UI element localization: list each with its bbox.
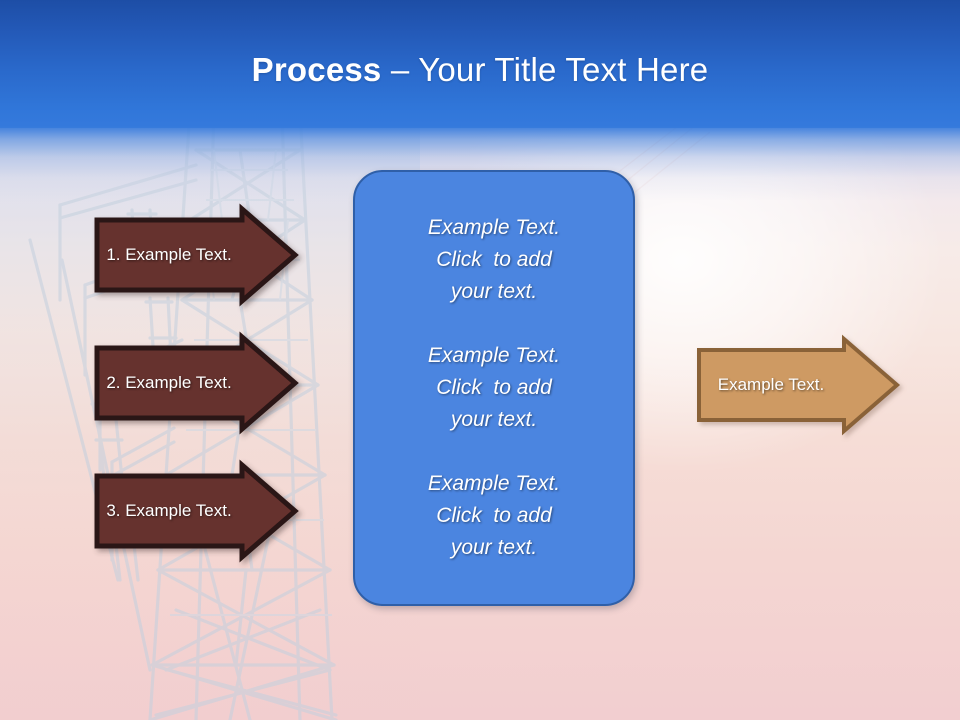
process-step-arrow-3[interactable]: 3. Example Text. [94, 459, 299, 563]
outcome-arrow[interactable]: Example Text. [696, 334, 901, 436]
right-arrow-shape-icon [94, 459, 299, 563]
process-step-arrow-2[interactable]: 2. Example Text. [94, 331, 299, 435]
content-paragraph-2-line-1: Example Text. [427, 344, 561, 367]
header-band [0, 0, 960, 128]
content-paragraph-1-line-2: Click to add [436, 248, 552, 271]
right-arrow-shape-icon [94, 331, 299, 435]
content-paragraph-2: Example Text. Click to add your text. [377, 340, 611, 436]
content-paragraph-2-line-3: your text. [450, 408, 538, 431]
content-paragraph-3: Example Text. Click to add your text. [377, 468, 611, 564]
page-title-bold: Process [251, 51, 382, 88]
content-paragraph-1: Example Text. Click to add your text. [377, 212, 611, 308]
content-paragraph-3-line-2: Click to add [436, 504, 552, 527]
content-paragraph-3-line-1: Example Text. [427, 472, 561, 495]
page-title-separator: – [381, 51, 419, 88]
content-box[interactable]: Example Text. Click to add your text. Ex… [353, 170, 635, 606]
page-title-regular: Your Title Text Here [418, 51, 709, 88]
process-step-arrow-1[interactable]: 1. Example Text. [94, 203, 299, 307]
right-arrow-shape-icon [94, 203, 299, 307]
page-title: Process – Your Title Text Here [0, 50, 960, 90]
content-paragraph-1-line-1: Example Text. [427, 216, 561, 239]
right-arrow-shape-icon [697, 334, 901, 436]
content-paragraph-1-line-3: your text. [450, 280, 538, 303]
content-paragraph-2-line-2: Click to add [436, 376, 552, 399]
content-paragraph-3-line-3: your text. [450, 536, 538, 559]
